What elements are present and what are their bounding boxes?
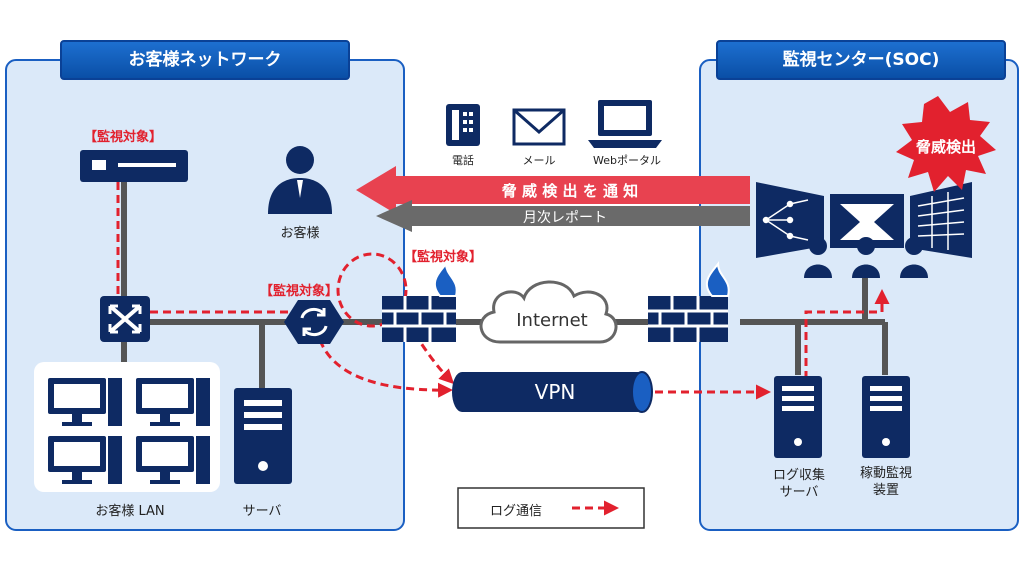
laptop-icon: [588, 100, 662, 148]
monitored-label-firewall: 【監視対象】: [404, 250, 483, 265]
internet-cloud-icon: [479, 280, 618, 344]
network-lines: [121, 180, 888, 390]
soc-title: 監視センター(SOC): [716, 40, 1006, 80]
router-icon: [284, 300, 344, 344]
soc-operator-icon: [804, 237, 928, 278]
monitor-device-label-line1: 稼動監視: [859, 466, 912, 481]
notify-arrow-label: 脅 威 検 出 を 通 知: [501, 182, 639, 200]
customer-person-icon: [268, 146, 332, 214]
threat-detected-label: 脅威検出: [915, 138, 976, 156]
legend-label: ログ通信: [489, 504, 542, 519]
monitored-appliance-icon: [80, 150, 188, 182]
soc-firewall-icon: [648, 261, 730, 342]
monthly-report-label: 月次レポート: [523, 210, 607, 226]
customer-lan-label: お客様 LAN: [95, 504, 165, 519]
phone-icon: [446, 104, 480, 146]
switch-icon: [100, 296, 150, 342]
firewall-icon: [382, 261, 458, 342]
monitored-label-router: 【監視対象】: [260, 284, 339, 299]
monitoring-device-icon: [862, 376, 910, 458]
monthly-report-arrow: [376, 200, 750, 232]
log-collection-server-icon: [774, 376, 822, 458]
monitor-device-label-line2: 装置: [872, 483, 899, 498]
soc-monitor-wall-icon: [756, 182, 972, 258]
notify-arrow: [356, 166, 750, 214]
monitored-label-appliance: 【監視対象】: [84, 130, 163, 145]
pc-icon: [48, 378, 210, 484]
vpn-tunnel-icon: [452, 371, 653, 413]
web-portal-label: Webポータル: [593, 154, 661, 167]
customer-label: お客様: [280, 226, 320, 241]
threat-burst-shape: [896, 96, 996, 192]
mail-icon: [512, 108, 566, 146]
server-icon: [234, 388, 292, 484]
server-label: サーバ: [242, 504, 282, 519]
log-server-label-line2: サーバ: [779, 485, 819, 500]
log-server-label-line1: ログ収集: [772, 468, 825, 483]
mail-label: メール: [522, 154, 556, 167]
vpn-label: VPN: [534, 380, 576, 404]
internet-label: Internet: [516, 310, 588, 331]
phone-label: 電話: [452, 154, 474, 167]
customer-network-title: お客様ネットワーク: [60, 40, 350, 80]
